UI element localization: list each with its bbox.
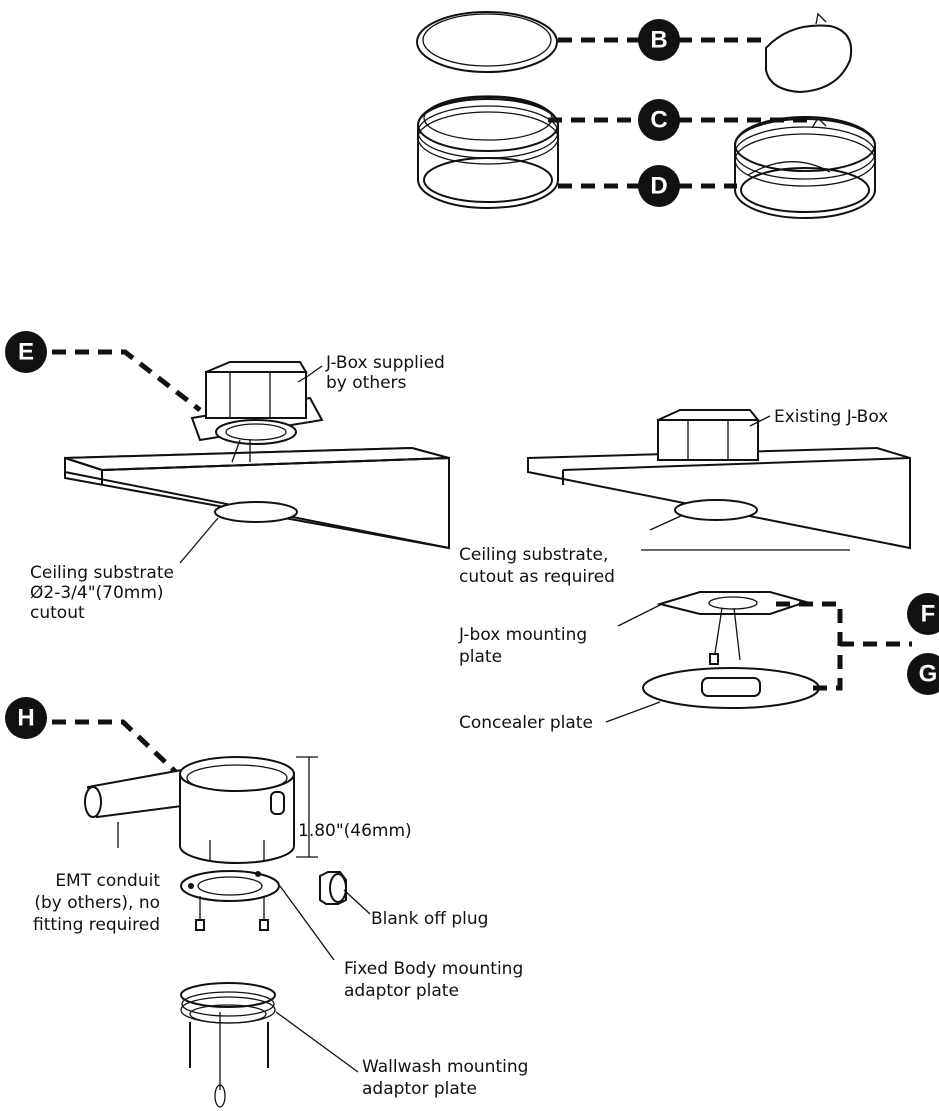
blank-plug-label: Blank off plug [371,909,488,929]
callout-c: C [548,99,812,141]
callout-e-text: E [18,339,34,366]
ceiling-slab-right [527,446,911,551]
ceiling-cutout-label-3: cutout [30,603,85,623]
callout-h-text: H [17,705,34,732]
emt-conduit-label-1: EMT conduit [55,871,160,891]
concealer-plate-label: Concealer plate [459,713,593,733]
ceiling-required-label-2: cutout as required [459,567,615,587]
callout-h: H [5,697,182,778]
callout-c-text: C [650,107,667,134]
callout-d: D [558,165,737,207]
ceiling-required-label-1: Ceiling substrate, [459,545,608,565]
part-trim-flat [416,11,558,73]
fixed-body-plate-label-1: Fixed Body mounting [344,959,523,979]
jbox-supplied-label-1: J-Box supplied [325,353,445,373]
jbox-mounting-plate-label-2: plate [459,647,502,667]
blank-off-plug [319,871,371,915]
part-ring-left [417,95,559,209]
emt-conduit-label-3: fitting required [33,915,160,935]
callout-e: E [5,331,202,412]
ceiling-slab-left [64,446,450,564]
callout-d-text: D [650,173,667,200]
callout-g-text: G [919,661,938,688]
ceiling-cutout-label-2: Ø2-3/4"(70mm) [30,583,164,603]
wallwash-plate-label-2: adaptor plate [362,1079,477,1099]
wallwash-plate-label-1: Wallwash mounting [362,1057,528,1077]
existing-jbox [657,409,771,461]
ceiling-cutout-label-1: Ceiling substrate [30,563,174,583]
dimension-label: 1.80"(46mm) [298,821,412,841]
part-ring-right [734,116,876,219]
concealer-plate [605,667,820,723]
callout-b: B [558,19,770,61]
emt-conduit [84,768,183,848]
callout-f-g: F G [776,593,939,695]
callout-b-text: B [650,27,667,54]
wallwash-adaptor-plate [180,982,359,1108]
fixed-body-plate-label-2: adaptor plate [344,981,459,1001]
dimension-marker [296,756,318,858]
existing-jbox-label: Existing J-Box [774,407,888,427]
jbox-supplied-label-2: by others [326,373,407,393]
part-trim-cap [765,12,852,94]
fixed-body-adaptor-plate [180,870,335,961]
emt-conduit-label-2: (by others), no [34,893,160,913]
jbox-mounting-plate-label-1: J-box mounting [458,625,587,645]
jbox-supplied [190,361,324,463]
fixed-body-housing [179,756,295,864]
callout-f-text: F [921,601,936,628]
